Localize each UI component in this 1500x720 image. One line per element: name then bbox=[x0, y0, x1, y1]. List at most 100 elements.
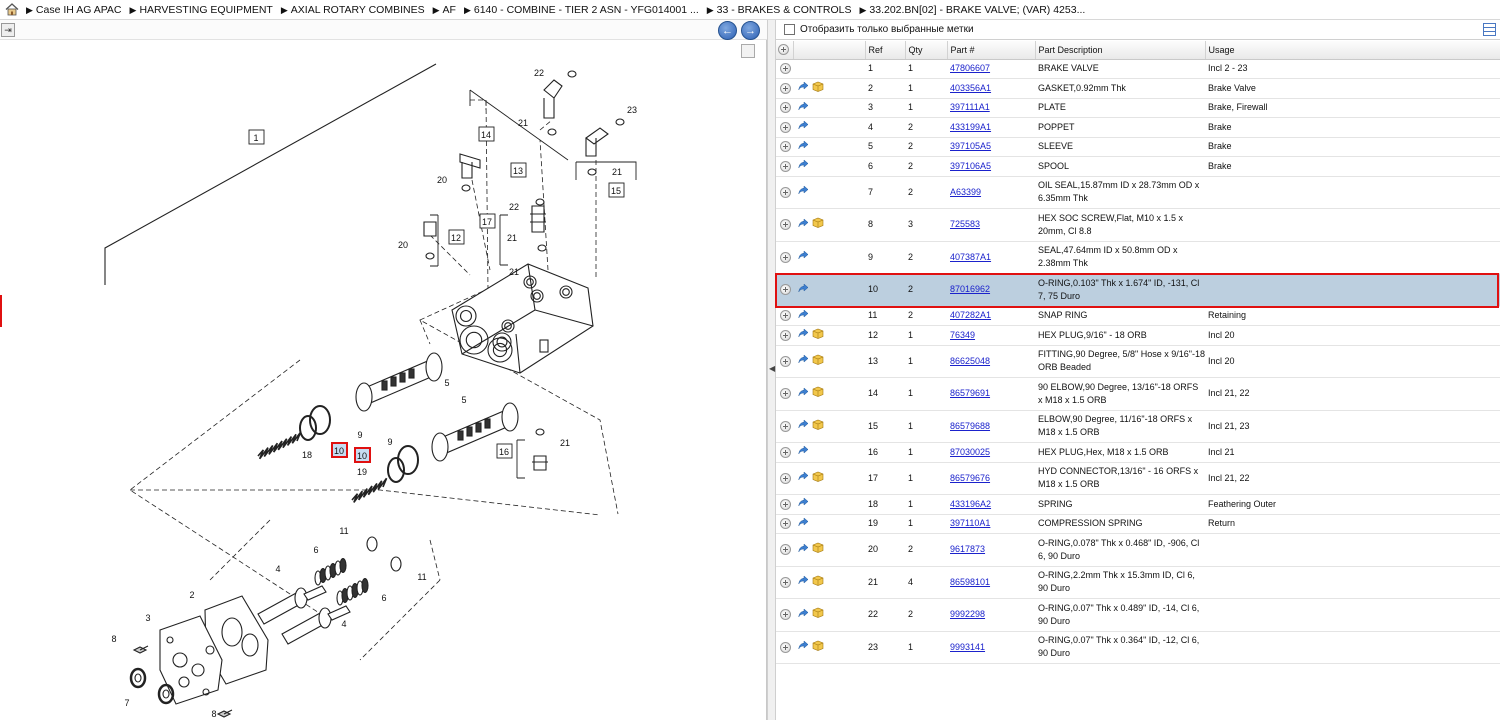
share-arrow-icon[interactable] bbox=[798, 101, 809, 115]
share-arrow-icon[interactable] bbox=[798, 575, 809, 589]
part-number-link[interactable]: 397106A5 bbox=[950, 160, 992, 171]
part-number-link[interactable]: 433199A1 bbox=[950, 121, 992, 132]
share-arrow-icon[interactable] bbox=[798, 471, 809, 485]
row-expand-cell[interactable] bbox=[776, 631, 793, 664]
callout-label[interactable]: 22 bbox=[534, 68, 544, 78]
header-part[interactable]: Part # bbox=[947, 41, 1036, 60]
package-icon[interactable] bbox=[812, 81, 824, 96]
callout-label[interactable]: 14 bbox=[478, 126, 495, 142]
share-arrow-icon[interactable] bbox=[798, 517, 809, 531]
row-expand-cell[interactable] bbox=[776, 410, 793, 443]
expand-all-icon[interactable] bbox=[778, 44, 789, 56]
package-icon[interactable] bbox=[812, 607, 824, 622]
share-arrow-icon[interactable] bbox=[798, 387, 809, 401]
callout-label[interactable]: 4 bbox=[275, 564, 280, 574]
expand-row-icon[interactable] bbox=[780, 544, 791, 556]
callout-label[interactable]: 21 bbox=[560, 438, 570, 448]
breadcrumb-item[interactable]: ▶33.202.BN[02] - BRAKE VALVE; (VAR) 4253… bbox=[859, 3, 1086, 16]
header-ref[interactable]: Ref bbox=[865, 41, 906, 60]
callout-label[interactable]: 9 bbox=[357, 430, 362, 440]
callout-label[interactable]: 6 bbox=[381, 593, 386, 603]
expand-row-icon[interactable] bbox=[780, 388, 791, 400]
expand-row-icon[interactable] bbox=[780, 355, 791, 367]
package-icon[interactable] bbox=[812, 217, 824, 232]
callout-label[interactable]: 13 bbox=[510, 162, 527, 178]
part-number-link[interactable]: 407282A1 bbox=[950, 310, 992, 321]
row-expand-cell[interactable] bbox=[776, 137, 793, 157]
expand-row-icon[interactable] bbox=[780, 102, 791, 114]
expand-row-icon[interactable] bbox=[780, 160, 791, 172]
package-icon[interactable] bbox=[812, 640, 824, 655]
callout-label[interactable]: 16 bbox=[496, 443, 513, 459]
package-icon[interactable] bbox=[812, 542, 824, 557]
row-expand-cell[interactable] bbox=[776, 533, 793, 567]
row-expand-cell[interactable] bbox=[776, 156, 793, 177]
share-arrow-icon[interactable] bbox=[798, 328, 809, 342]
callout-label[interactable]: 2 bbox=[189, 590, 194, 600]
part-number-link[interactable]: 47806607 bbox=[950, 63, 991, 74]
row-expand-cell[interactable] bbox=[776, 176, 793, 209]
callout-label[interactable]: 17 bbox=[479, 213, 496, 229]
callout-label[interactable]: 23 bbox=[627, 105, 637, 115]
callout-label[interactable]: 5 bbox=[461, 395, 466, 405]
part-number-link[interactable]: 86579688 bbox=[950, 420, 991, 431]
package-icon[interactable] bbox=[812, 419, 824, 434]
row-expand-cell[interactable] bbox=[776, 273, 793, 307]
part-number-link[interactable]: 397111A1 bbox=[950, 102, 990, 113]
part-number-link[interactable]: 9617873 bbox=[950, 544, 986, 555]
part-number-link[interactable]: 86598101 bbox=[950, 576, 991, 587]
share-arrow-icon[interactable] bbox=[798, 120, 809, 134]
row-expand-cell[interactable] bbox=[776, 598, 793, 632]
expand-row-icon[interactable] bbox=[780, 472, 791, 484]
callout-label[interactable]: 19 bbox=[357, 467, 367, 477]
share-arrow-icon[interactable] bbox=[798, 283, 809, 297]
expand-row-icon[interactable] bbox=[780, 186, 791, 198]
row-expand-cell[interactable] bbox=[776, 98, 793, 118]
callout-label[interactable]: 22 bbox=[509, 202, 519, 212]
part-number-link[interactable]: 76349 bbox=[950, 329, 976, 340]
callout-label[interactable]: 11 bbox=[339, 526, 348, 536]
expand-row-icon[interactable] bbox=[780, 141, 791, 153]
part-number-link[interactable]: 9992298 bbox=[950, 609, 986, 620]
expand-row-icon[interactable] bbox=[780, 219, 791, 231]
callout-label[interactable]: 21 bbox=[612, 167, 622, 177]
share-arrow-icon[interactable] bbox=[798, 309, 809, 323]
callout-label[interactable]: 3 bbox=[145, 613, 150, 623]
share-arrow-icon[interactable] bbox=[798, 608, 809, 622]
expand-row-icon[interactable] bbox=[780, 641, 791, 653]
breadcrumb-item[interactable]: ▶AXIAL ROTARY COMBINES bbox=[280, 3, 425, 16]
collapse-arrow-icon[interactable]: ◀ bbox=[769, 364, 776, 373]
share-arrow-icon[interactable] bbox=[798, 250, 809, 264]
part-number-link[interactable]: A63399 bbox=[950, 186, 982, 197]
callout-label[interactable]: 4 bbox=[341, 619, 346, 629]
callout-label[interactable]: 8 bbox=[111, 634, 116, 644]
callout-label[interactable]: 9 bbox=[387, 437, 392, 447]
expand-row-icon[interactable] bbox=[780, 82, 791, 94]
previous-page-button[interactable]: ← bbox=[718, 21, 737, 40]
breadcrumb-item[interactable]: ▶6140 - COMBINE - TIER 2 ASN - YFG014001… bbox=[463, 3, 699, 16]
part-number-link[interactable]: 403356A1 bbox=[950, 82, 992, 93]
breadcrumb-item[interactable]: ▶AF bbox=[432, 3, 456, 16]
expand-row-icon[interactable] bbox=[780, 420, 791, 432]
row-expand-cell[interactable] bbox=[776, 117, 793, 138]
show-selected-checkbox[interactable] bbox=[784, 24, 795, 35]
expand-row-icon[interactable] bbox=[780, 121, 791, 133]
row-expand-cell[interactable] bbox=[776, 78, 793, 99]
callout-label[interactable]: 6 bbox=[313, 545, 318, 555]
breadcrumb-item[interactable]: ▶33 - BRAKES & CONTROLS bbox=[706, 3, 852, 16]
part-number-link[interactable]: 397110A1 bbox=[950, 518, 991, 529]
